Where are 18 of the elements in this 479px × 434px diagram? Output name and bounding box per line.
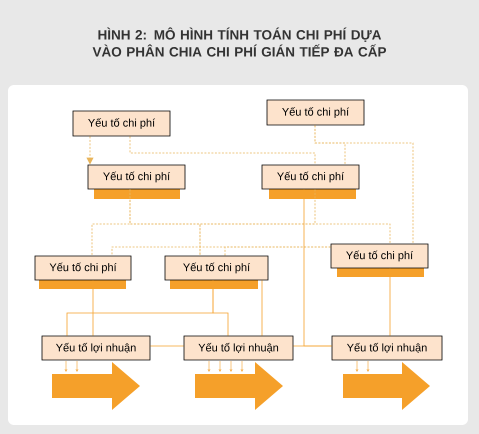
- connector: [212, 280, 228, 336]
- factor-box: Yếu tố chi phí: [88, 164, 186, 190]
- connector: [200, 189, 316, 256]
- factor-box: Yếu tố chi phí: [72, 110, 170, 136]
- connector: [92, 280, 94, 336]
- factor-box: Yếu tố chi phí: [262, 164, 360, 190]
- connector: [130, 136, 316, 165]
- factor-box: Yếu tố lợi nhuận: [184, 336, 294, 360]
- factor-box: Yếu tố chi phí: [34, 256, 132, 280]
- factor-box: Yếu tố lợi nhuận: [42, 336, 150, 360]
- factor-box: Yếu tố chi phí: [164, 256, 268, 280]
- title: HÌNH 2: MÔ HÌNH TÍNH TOÁN CHI PHÍ DỰA VÀO PHÂN CHIA CHI PHÍ GIÁN TIẾP ĐA CẤP: [92, 27, 386, 57]
- factor-box: Yếu tố chi phí: [266, 100, 364, 126]
- connector: [130, 189, 390, 244]
- factor-box: Yếu tố lợi nhuận: [332, 336, 442, 360]
- factor-box: Yếu tố chi phí: [330, 244, 428, 268]
- connector: [224, 246, 331, 256]
- connector: [314, 125, 414, 244]
